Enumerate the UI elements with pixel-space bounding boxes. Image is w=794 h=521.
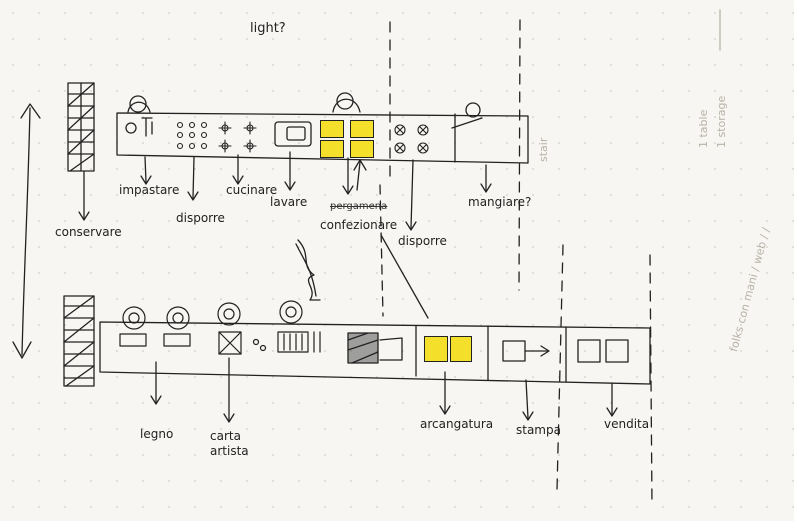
label-stampa: stampa bbox=[516, 423, 561, 437]
label-vendita: vendita bbox=[604, 417, 650, 431]
bottom-right-boxes bbox=[502, 339, 629, 363]
bottom-arrows bbox=[150, 357, 618, 423]
label-cucinare: cucinare bbox=[226, 183, 278, 197]
label-carta: carta bbox=[210, 429, 241, 443]
label-lavare: lavare bbox=[270, 195, 308, 209]
top-counter bbox=[116, 92, 529, 164]
bottom-counter bbox=[99, 300, 651, 385]
label-impastare: impastare bbox=[119, 183, 180, 197]
arcangatura-yellow-blocks bbox=[424, 336, 474, 364]
note-stair: stair bbox=[537, 137, 550, 162]
storage-rack-top bbox=[67, 82, 95, 221]
storage-rack-bottom bbox=[63, 295, 95, 387]
label-mangiare: mangiare? bbox=[468, 195, 532, 209]
note-storage: 1 storage bbox=[715, 95, 728, 148]
label-arcangatura: arcangatura bbox=[420, 417, 494, 431]
title-light: light? bbox=[250, 21, 286, 36]
label-legno: legno bbox=[140, 427, 174, 441]
vertical-double-arrow bbox=[12, 103, 41, 359]
label-artista: artista bbox=[210, 444, 249, 458]
label-disporre-1: disporre bbox=[176, 211, 225, 225]
dashed-dividers bbox=[389, 9, 721, 506]
note-table: 1 table bbox=[697, 109, 710, 148]
label-conservare: conservare bbox=[55, 225, 122, 239]
label-struck: pergamena bbox=[330, 201, 388, 212]
label-confezionare: confezionare bbox=[320, 218, 398, 232]
connectors bbox=[295, 184, 429, 319]
top-arrows bbox=[140, 151, 492, 231]
label-disporre-2: disporre bbox=[398, 234, 447, 248]
confezionare-yellow-blocks bbox=[320, 118, 380, 160]
